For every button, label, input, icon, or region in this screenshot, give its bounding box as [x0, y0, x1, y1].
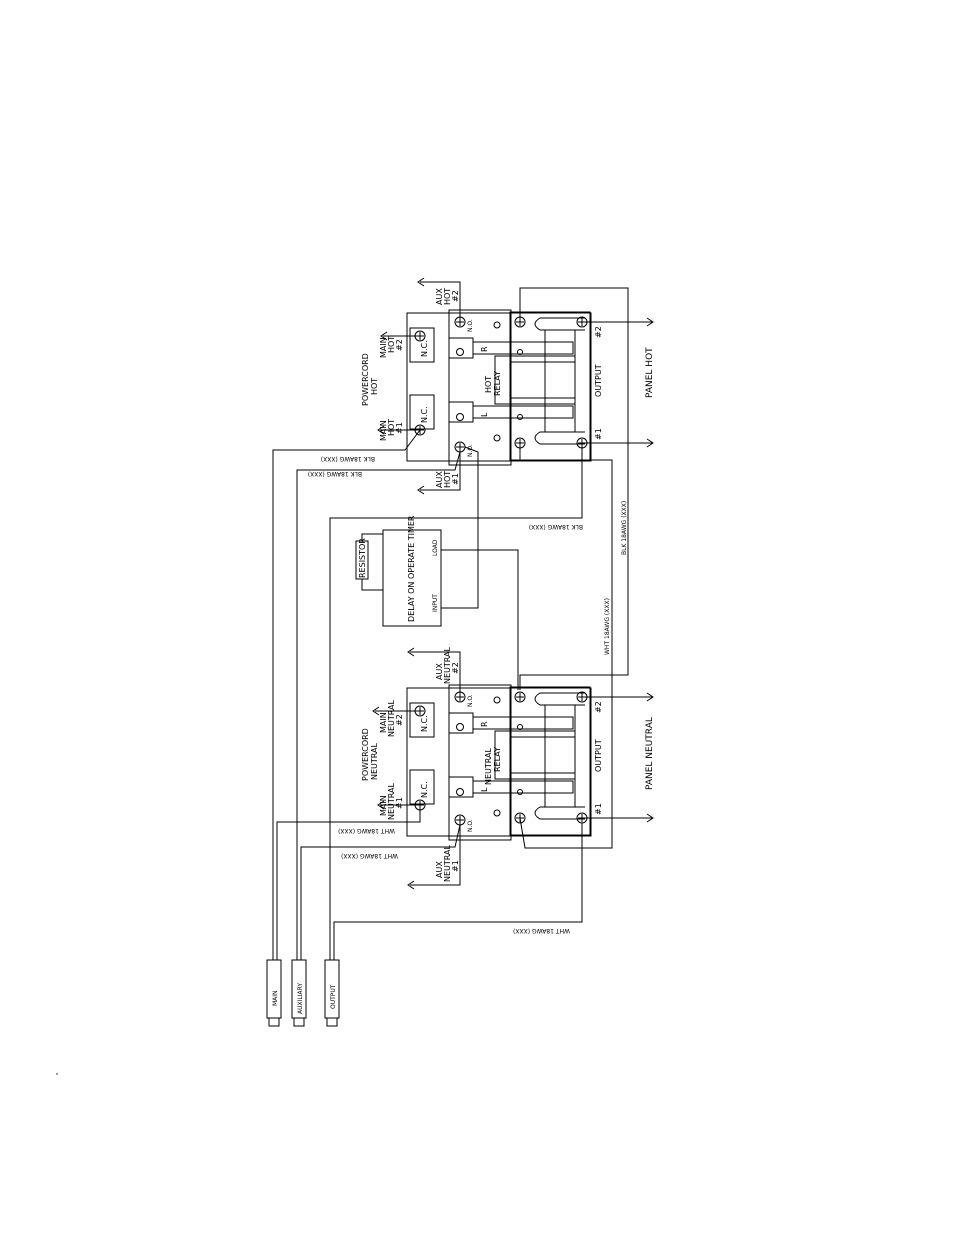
- neutral-no-left-label: N.O.: [467, 819, 474, 832]
- hot-output-label: OUTPUT: [594, 364, 603, 397]
- powercord-neutral-label-bottom: NEUTRAL: [370, 743, 379, 780]
- wire-label-wht1: WHT 18AWG (XXX): [604, 598, 611, 655]
- hot-relay-right-label: R: [480, 346, 489, 352]
- hot-nc-right-box: [409, 327, 435, 363]
- timer-body: [382, 529, 442, 627]
- wire-label-blk3: BLK 18AWG (XXX): [529, 523, 583, 530]
- main-hot-2-a: MAIN: [379, 337, 388, 358]
- neutral-output2-label: #2: [594, 701, 603, 713]
- timer-load-label: LOAD: [432, 539, 439, 556]
- hot-bar-left: [472, 405, 574, 419]
- aux-neutral-1-a: AUX: [435, 861, 444, 878]
- resistor-label: RESISTOR: [358, 538, 367, 578]
- main-hot-2-c: #2: [395, 339, 404, 351]
- wire-label-wht2: WHT 18AWG (XXX): [338, 827, 395, 834]
- neutral-relay-body: [406, 687, 592, 837]
- main-hot-1-a: MAIN: [379, 420, 388, 441]
- wire-label-blk1: BLK 18AWG (XXX): [321, 455, 375, 462]
- hot-relay-left-label: L: [480, 412, 489, 417]
- hot-output2-bracket: [534, 317, 585, 331]
- neutral-output-label: OUTPUT: [594, 739, 603, 772]
- neutral-nc-right-label: N.C.: [420, 715, 429, 732]
- neutral-nc-left-label: N.C.: [420, 781, 429, 798]
- neutral-coil: [494, 730, 576, 780]
- wire-label-wht4: WHT 18AWG (XXX): [513, 927, 570, 934]
- neutral-leads: [372, 647, 654, 890]
- aux-hot-2-a: AUX: [435, 288, 444, 305]
- neutral-no-right-label: N.O.: [467, 694, 474, 707]
- neutral-relay-right-label: R: [480, 721, 489, 727]
- hot-relay: HOT RELAY L R N.C. N.C. N.O. N.O. OUTPUT…: [361, 288, 655, 488]
- main-neutral-2-a: MAIN: [379, 712, 388, 733]
- main-neutral-2-b: NEUTRAL: [387, 700, 396, 737]
- main-neutral-1-b: NEUTRAL: [387, 783, 396, 820]
- neutral-nc-left-box: [409, 769, 435, 805]
- plug-auxiliary-label: AUXILIARY: [297, 983, 304, 1014]
- delay-timer: DELAY ON OPERATE TIMER INPUT LOAD RESIST…: [355, 446, 519, 690]
- panel-hot-label: PANEL HOT: [645, 347, 655, 398]
- hot-no-left-label: N.O.: [467, 444, 474, 457]
- timer-title: DELAY ON OPERATE TIMER: [407, 515, 416, 622]
- aux-hot-1-c: #1: [451, 473, 460, 485]
- aux-neutral-2-b: NEUTRAL: [443, 647, 452, 684]
- hot-nc-right-label: N.C.: [420, 340, 429, 357]
- aux-hot-1-a: AUX: [435, 471, 444, 488]
- hot-nc-left-label: N.C.: [420, 406, 429, 423]
- aux-neutral-2-c: #2: [451, 662, 460, 674]
- neutral-relay-title-top: NEUTRAL: [484, 748, 493, 785]
- powercord-hot-label-bottom: HOT: [370, 378, 379, 395]
- wire-label-blk4: BLK 18AWG (XXX): [621, 501, 628, 555]
- neutral-relay: NEUTRAL RELAY L R N.C. N.C. N.O. N.O. OU…: [361, 647, 655, 882]
- hot-relay-title-bottom: RELAY: [493, 371, 502, 396]
- hot-relay-title-top: HOT: [484, 376, 493, 393]
- panel-neutral-label: PANEL NEUTRAL: [645, 717, 655, 790]
- aux-neutral-2-a: AUX: [435, 663, 444, 680]
- powercord-neutral-label-top: POWERCORD: [361, 728, 370, 781]
- timer-input-label: INPUT: [432, 594, 439, 612]
- hot-bar-right: [472, 341, 574, 355]
- wire-label-wht3: WHT 18AWG (XXX): [341, 852, 398, 859]
- hot-output1-label: #1: [594, 428, 603, 440]
- aux-hot-2-c: #2: [451, 290, 460, 302]
- hot-relay-output-block: [509, 311, 591, 461]
- neutral-relay-left-label: L: [480, 787, 489, 792]
- neutral-relay-output-block: [509, 686, 591, 836]
- hot-arm-left: [448, 401, 474, 423]
- aux-neutral-1-b: NEUTRAL: [443, 845, 452, 882]
- neutral-relay-title-bottom: RELAY: [493, 747, 502, 772]
- main-hot-2-b: HOT: [387, 336, 396, 353]
- cables: MAIN AUXILIARY OUTPUT: [266, 429, 583, 1027]
- hot-relay-body: [406, 312, 592, 462]
- hot-relay-terminal-block: [448, 309, 512, 466]
- main-plug: [266, 959, 282, 1019]
- hot-leads: [377, 277, 654, 690]
- main-neutral-1-c: #1: [395, 797, 404, 809]
- neutral-relay-terminal-block: [448, 684, 512, 841]
- hot-output1-bracket: [534, 431, 585, 445]
- hot-no-right-label: N.O.: [467, 319, 474, 332]
- powercord-hot-label-top: POWERCORD: [361, 353, 370, 406]
- main-neutral-1-a: MAIN: [379, 795, 388, 816]
- screw-icon: [514, 691, 526, 703]
- wire-labels: BLK 18AWG (XXX) BLK 18AWG (XXX) BLK 18AW…: [308, 455, 628, 934]
- main-neutral-2-c: #2: [395, 714, 404, 726]
- neutral-output1-label: #1: [594, 803, 603, 815]
- aux-hot-2-b: HOT: [443, 288, 452, 305]
- neutral-nc-right-box: [409, 702, 435, 738]
- wire-label-blk2: BLK 18AWG (XXX): [308, 470, 362, 477]
- plug-main-label: MAIN: [272, 990, 279, 1006]
- aux-neutral-1-c: #1: [451, 860, 460, 872]
- hot-output2-label: #2: [594, 326, 603, 338]
- hot-nc-left-box: [409, 394, 435, 430]
- main-hot-1-b: HOT: [387, 419, 396, 436]
- stray-dot: [56, 1073, 58, 1075]
- aux-hot-1-b: HOT: [443, 471, 452, 488]
- main-hot-1-c: #1: [395, 422, 404, 434]
- plug-output-label: OUTPUT: [330, 984, 337, 1009]
- hot-coil: [494, 355, 576, 405]
